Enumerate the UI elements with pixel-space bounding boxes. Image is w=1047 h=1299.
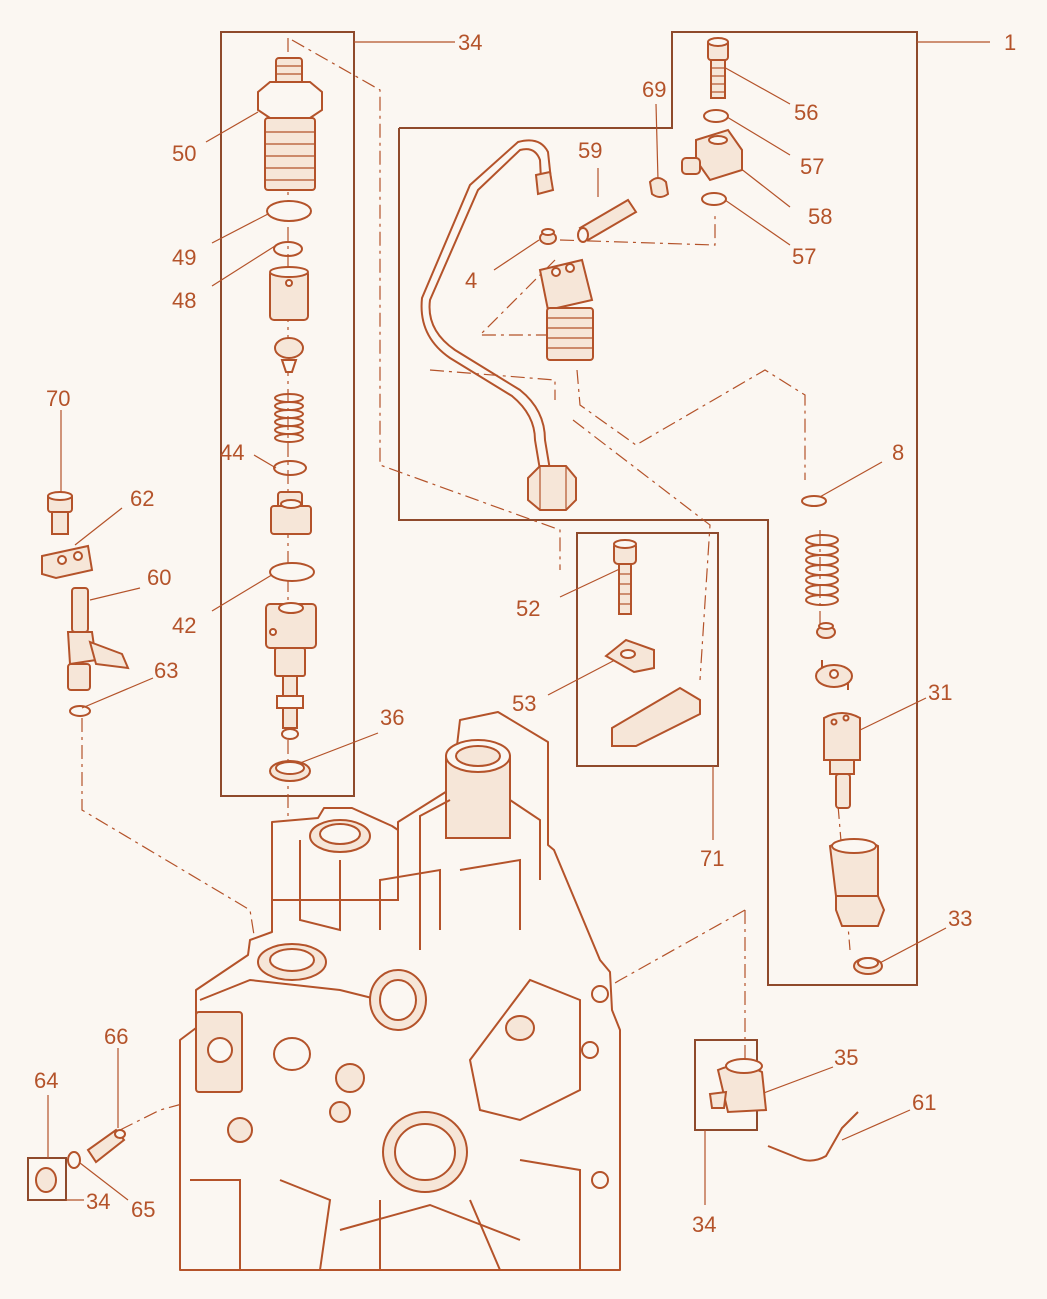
callout-71: 71 [700,846,724,871]
callout-60: 60 [147,565,171,590]
callout-64: 64 [34,1068,58,1093]
part-61-wire-clip [767,1111,859,1162]
part-36-sealing-ring [269,760,311,782]
part-8-washer [801,495,827,507]
left-fittings [35,491,130,1193]
part-63-o-ring [69,705,91,717]
lower-right-parts [708,1058,859,1162]
callout-58: 58 [808,204,832,229]
injector-spring-seat [816,622,836,639]
part-44-ring [273,460,307,476]
callout-48: 48 [172,288,196,313]
part-42-washer [269,562,315,582]
pipe-union-nut [527,465,577,511]
callout-52: 52 [516,596,540,621]
callout-57-upper: 57 [800,154,824,179]
callout-44: 44 [220,440,244,465]
callout-49: 49 [172,245,196,270]
part-62-bracket [41,544,94,580]
pipe-end-fitting [534,170,555,196]
engine-block-casting [179,711,621,1271]
injection-line-group [420,37,886,975]
callout-1: 1 [1004,30,1016,55]
callout-70: 70 [46,386,70,411]
injector-nut [828,838,886,927]
injector-intermediate-disc [815,660,853,690]
clamp-group [604,539,701,747]
part-48-snap-ring [273,241,303,257]
part-31-injector-nozzle [823,712,861,809]
part-59-pin [577,198,638,243]
callout-53: 53 [512,691,536,716]
callout-59: 59 [578,138,602,163]
injector-spring [805,534,839,606]
callout-34-bottom-left: 34 [86,1189,110,1214]
part-57-washer-upper [703,109,729,123]
part-33-sealing-ring [853,957,883,975]
callout-42: 42 [172,613,196,638]
callout-4: 4 [465,268,477,293]
callout-56: 56 [794,100,818,125]
part-56-socket-screw [707,37,729,99]
frame-group-1 [398,31,918,986]
injection-line-pipe [428,148,551,471]
callout-69: 69 [642,77,666,102]
part-52-socket-screw [613,539,637,615]
frame-group-34-plug [27,1157,67,1201]
clamp-bracket [611,686,701,747]
part-60-banjo-connector [66,587,130,691]
callout-34-top: 34 [458,30,482,55]
callout-33: 33 [948,906,972,931]
callout-61: 61 [912,1090,936,1115]
callout-63: 63 [154,658,178,683]
pump-spring-seat [270,491,312,535]
pump-spring [274,393,304,443]
part-35-bracket [708,1058,768,1114]
callout-34-bottom-right: 34 [692,1212,716,1237]
part-50-pressure-valve-holder [257,57,323,191]
pump-valve [274,337,304,373]
callout-50: 50 [172,141,196,166]
part-64-plug [35,1167,57,1193]
callout-31: 31 [928,680,952,705]
part-58-banjo-fitting [681,128,743,182]
part-4-seal-cap [539,228,557,245]
callout-36: 36 [380,705,404,730]
part-53-washer-plate [604,638,655,674]
callout-57-lower: 57 [792,244,816,269]
injector-holder [538,258,594,361]
part-70-socket-screw [47,491,73,535]
callout-8: 8 [892,440,904,465]
part-49-o-ring [266,200,312,222]
callout-35: 35 [834,1045,858,1070]
callout-labels: 34 1 50 49 48 44 42 36 4 59 69 56 57 58 … [34,30,1016,1237]
part-66-valve-insert [86,1128,126,1164]
pump-valve-sleeve [269,266,309,321]
pump-plunger-barrel [265,602,317,740]
part-65-o-ring [67,1151,81,1169]
callout-65: 65 [131,1197,155,1222]
callout-66: 66 [104,1024,128,1049]
frame-group-71-clamp [576,532,719,767]
leader-lines [47,41,990,1205]
injector-pump-stack [257,57,323,782]
part-69-clip [648,177,670,198]
callout-62: 62 [130,486,154,511]
part-57-washer-lower [701,192,727,206]
